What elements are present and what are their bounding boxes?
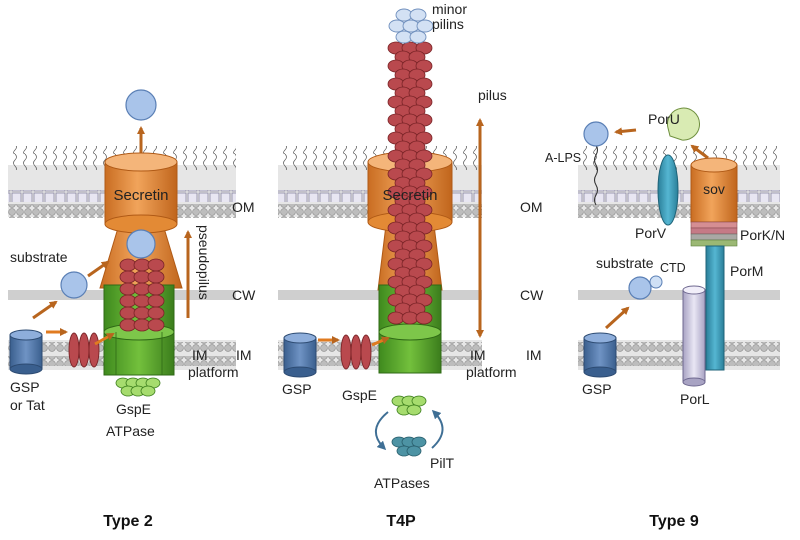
pseudopilus-t2: [119, 258, 165, 332]
gspe-atpase-t2: [115, 377, 161, 397]
t4p-title: T4P: [386, 513, 416, 530]
a-lps-label: A-LPS: [545, 151, 581, 165]
im-platform-label-t2-line2: platform: [188, 364, 239, 380]
gspe-atpase-t4p: [391, 395, 427, 416]
pseudopilus-label: pseudopilus: [196, 225, 212, 300]
im-platform-label-t4p-line1: IM: [470, 347, 486, 363]
gspe-label-t4p: GspE: [342, 387, 377, 403]
secretin-label-t2: Secretin: [113, 187, 168, 204]
gsp-translocon-t4p: [283, 332, 317, 378]
porl: [682, 285, 706, 387]
sov-label: sov: [703, 181, 725, 197]
pilin-helices-t4p: [340, 334, 372, 370]
im-platform-label-t4p-line2: platform: [466, 364, 517, 380]
type2-title: Type 2: [103, 513, 153, 530]
porl-label: PorL: [680, 391, 710, 407]
minor-label-line1: minor: [432, 1, 467, 17]
t4p-panel: minor pilins Secretin pilus G: [282, 1, 517, 530]
secretin-label-t4p: Secretin: [382, 187, 437, 204]
pilus-fiber: [387, 41, 433, 325]
om-label-1: OM: [232, 199, 255, 215]
substrate-t2: [60, 271, 88, 299]
substrate-in-secretin: [126, 229, 156, 259]
ctd-domain: [649, 275, 663, 289]
type9-panel: A-LPS PorU PorV sov PorK/N PorM PorL: [545, 107, 785, 530]
pilin-subunit: [415, 311, 433, 325]
cycle-arrow-right: [431, 409, 444, 449]
atpases-label: ATPases: [374, 475, 430, 491]
minor-label-line2: pilins: [432, 16, 464, 32]
porm: [705, 245, 725, 371]
sov-barrel: [690, 164, 738, 223]
a-lps-substrate: [583, 121, 609, 147]
type2-panel: Secretin pseudopilus substrate: [9, 89, 239, 530]
cycle-arrow-left: [375, 411, 389, 451]
porv-label: PorV: [635, 225, 667, 241]
a-lps-chain: [593, 144, 599, 206]
gsp-label-t2: GSP: [10, 379, 40, 395]
substrate-t9: [628, 276, 652, 300]
type9-title: Type 9: [649, 513, 699, 530]
porv: [657, 154, 679, 226]
cw-label-2: CW: [520, 287, 544, 303]
pilus-label: pilus: [478, 87, 507, 103]
pilt-label: PilT: [430, 455, 455, 471]
or-tat-label: or Tat: [10, 397, 45, 413]
pork-n-ring: [690, 221, 738, 247]
gsp-translocon-t9: [583, 332, 617, 378]
gsp-label-t4p: GSP: [282, 381, 312, 397]
im-label-2: IM: [526, 347, 542, 363]
minor-pilins: [388, 8, 434, 44]
om-label-2: OM: [520, 199, 543, 215]
pilt-atpase: [391, 436, 427, 457]
gsp-translocon-t2: [9, 329, 43, 375]
substrate-label-t9: substrate: [596, 255, 654, 271]
poru: [667, 107, 700, 141]
atpase-label-t2: ATPase: [106, 423, 155, 439]
pilin-helices-t2: [68, 332, 100, 368]
porkn-label: PorK/N: [740, 227, 785, 243]
gspe-label-t2: GspE: [116, 401, 151, 417]
im-label-1: IM: [236, 347, 252, 363]
substrate-label-t2: substrate: [10, 249, 68, 265]
ctd-label: CTD: [660, 261, 686, 275]
porm-label: PorM: [730, 263, 763, 279]
cw-label-1: CW: [232, 287, 256, 303]
poru-label: PorU: [648, 111, 680, 127]
secreted-substrate: [125, 89, 157, 121]
gsp-label-t9: GSP: [582, 381, 612, 397]
im-platform-label-t2-line1: IM: [192, 347, 208, 363]
